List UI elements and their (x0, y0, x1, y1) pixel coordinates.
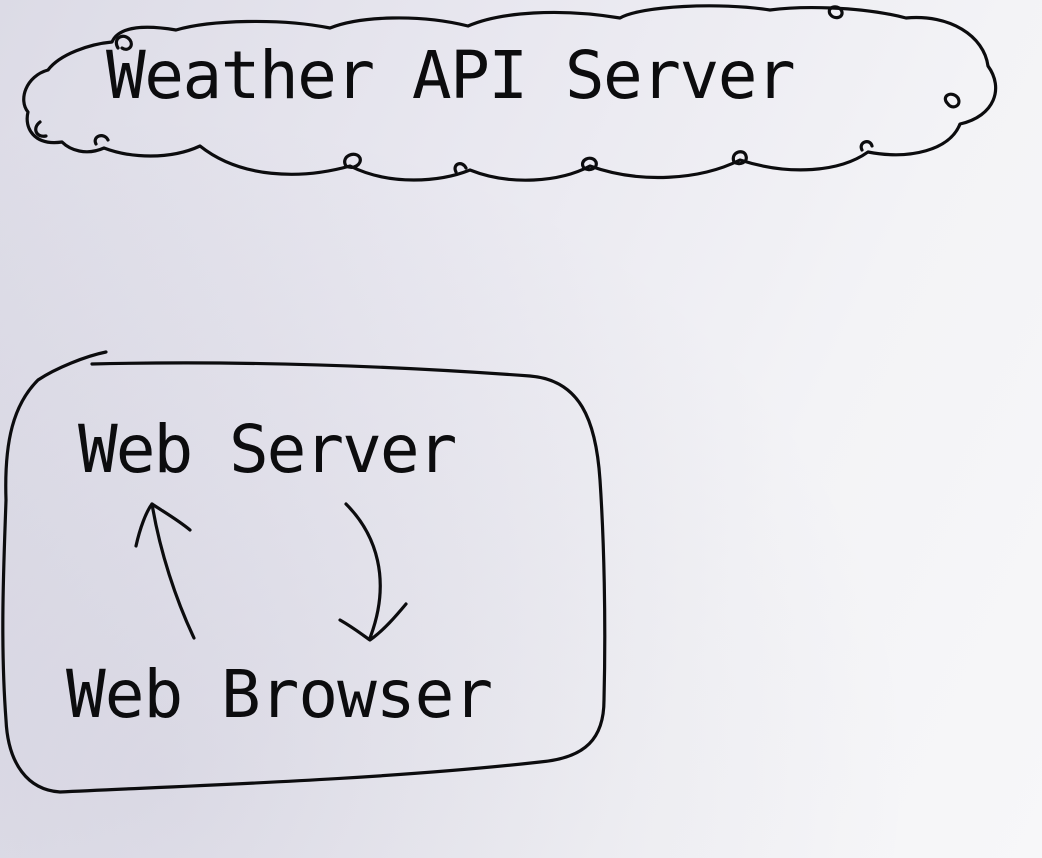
cloud-curl (343, 152, 362, 169)
cloud-curl (827, 5, 844, 20)
cloud-curl (93, 134, 110, 146)
cloud-curl (34, 120, 48, 138)
cloud-curl (581, 156, 598, 172)
cloud-curl (731, 150, 748, 166)
web-server-label: Web Server (78, 411, 457, 488)
cloud-curl (943, 92, 961, 109)
diagram-title: Weather API Server (106, 37, 796, 114)
cloud-curl (859, 140, 874, 152)
web-browser-label: Web Browser (66, 656, 493, 733)
request-arrowhead (134, 502, 192, 548)
request-arrow (150, 502, 196, 640)
cloud-curl (453, 162, 468, 174)
system-box (1, 350, 607, 794)
response-arrow (344, 502, 382, 640)
cloud-outline (22, 4, 998, 182)
cloud-curl (114, 34, 133, 51)
response-arrowhead (338, 602, 408, 642)
